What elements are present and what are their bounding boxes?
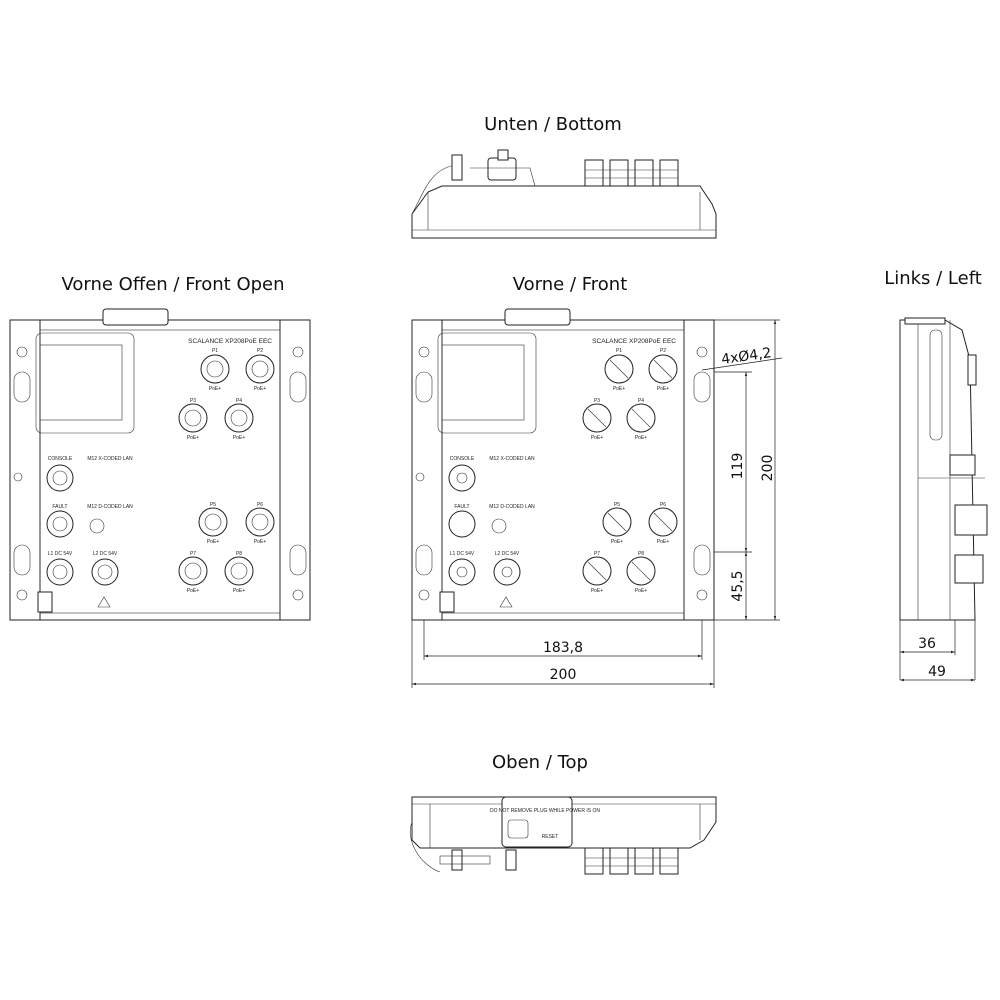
f-port-p3-label: P3 [594, 398, 600, 404]
top-warning-label: DO NOT REMOVE PLUG WHILE POWER IS ON [490, 808, 600, 814]
fo-port-p1-label: P1 [212, 348, 218, 354]
fo-product-label: SCALANCE XP208PoE EEC [188, 338, 272, 345]
fo-port-p7-poe: PoE+ [187, 588, 199, 594]
f-port-p2-poe: PoE+ [657, 386, 669, 392]
front-dimensions: 4xØ4,2 200 119 45,5 183,8 200 [411, 319, 783, 688]
fo-port-p1-poe: PoE+ [209, 386, 221, 392]
dim-height-200: 200 [760, 455, 776, 482]
fo-port-p5-label: P5 [210, 502, 216, 508]
dim-hole-diameter: 4xØ4,2 [720, 345, 772, 368]
fo-console-label: CONSOLE [48, 456, 73, 462]
f-port-p1-poe: PoE+ [613, 386, 625, 392]
fo-port-p4-label: P4 [236, 398, 242, 404]
dim-depth-49: 49 [928, 664, 946, 680]
bottom-view [411, 149, 717, 239]
dim-hole-spacing-119: 119 [730, 453, 746, 480]
fo-port-p5-poe: PoE+ [207, 539, 219, 545]
f-port-p1-label: P1 [616, 348, 622, 354]
fo-port-p2-poe: PoE+ [254, 386, 266, 392]
dim-width-200: 200 [550, 667, 577, 683]
f-l2-label: L2 DC 54V [495, 551, 520, 557]
f-m12x-label: M12 X-CODED LAN [489, 456, 535, 462]
dim-depth-36: 36 [918, 636, 936, 652]
f-port-p7-poe: PoE+ [591, 588, 603, 594]
view-title-top: Oben / Top [492, 752, 588, 773]
fo-port-p7-label: P7 [190, 551, 196, 557]
fo-port-p8-label: P8 [236, 551, 242, 557]
dim-offset-45-5: 45,5 [730, 570, 746, 601]
fo-port-p2-label: P2 [257, 348, 263, 354]
f-port-p6-label: P6 [660, 502, 666, 508]
left-view: 36 49 [899, 317, 988, 682]
dim-width-183-8: 183,8 [543, 640, 583, 656]
fo-l1-label: L1 DC 54V [48, 551, 73, 557]
f-port-p2-label: P2 [660, 348, 666, 354]
fo-port-p6-label: P6 [257, 502, 263, 508]
fo-port-p4-poe: PoE+ [233, 435, 245, 441]
view-title-left: Links / Left [884, 268, 982, 289]
f-fault-label: FAULT [454, 504, 469, 510]
view-title-front-open: Vorne Offen / Front Open [61, 274, 284, 295]
fo-port-p6-poe: PoE+ [254, 539, 266, 545]
fo-port-p3-label: P3 [190, 398, 196, 404]
fo-l2-label: L2 DC 54V [93, 551, 118, 557]
f-m12d-label: M12 D-CODED LAN [489, 504, 535, 510]
f-l1-label: L1 DC 54V [450, 551, 475, 557]
f-port-p7-label: P7 [594, 551, 600, 557]
top-view: DO NOT REMOVE PLUG WHILE POWER IS ON RES… [410, 796, 717, 875]
f-port-p8-poe: PoE+ [635, 588, 647, 594]
f-port-p3-poe: PoE+ [591, 435, 603, 441]
view-title-bottom: Unten / Bottom [484, 114, 622, 135]
f-console-label: CONSOLE [450, 456, 475, 462]
f-port-p4-label: P4 [638, 398, 644, 404]
view-title-front: Vorne / Front [513, 274, 628, 295]
fo-m12x-label: M12 X-CODED LAN [87, 456, 133, 462]
top-reset-label: RESET [542, 834, 559, 840]
fo-fault-label: FAULT [52, 504, 67, 510]
f-port-p4-poe: PoE+ [635, 435, 647, 441]
f-product-label: SCALANCE XP208PoE EEC [592, 338, 676, 345]
front-view: SCALANCE XP208PoE EEC P1 PoE+ P2 PoE+ P3… [411, 308, 715, 621]
f-port-p5-label: P5 [614, 502, 620, 508]
f-port-p6-poe: PoE+ [657, 539, 669, 545]
fo-m12d-label: M12 D-CODED LAN [87, 504, 133, 510]
fo-port-p8-poe: PoE+ [233, 588, 245, 594]
front-open-view: SCALANCE XP208PoE EEC P1 PoE+ P2 PoE+ P3… [9, 308, 311, 621]
f-port-p5-poe: PoE+ [611, 539, 623, 545]
fo-port-p3-poe: PoE+ [187, 435, 199, 441]
f-port-p8-label: P8 [638, 551, 644, 557]
